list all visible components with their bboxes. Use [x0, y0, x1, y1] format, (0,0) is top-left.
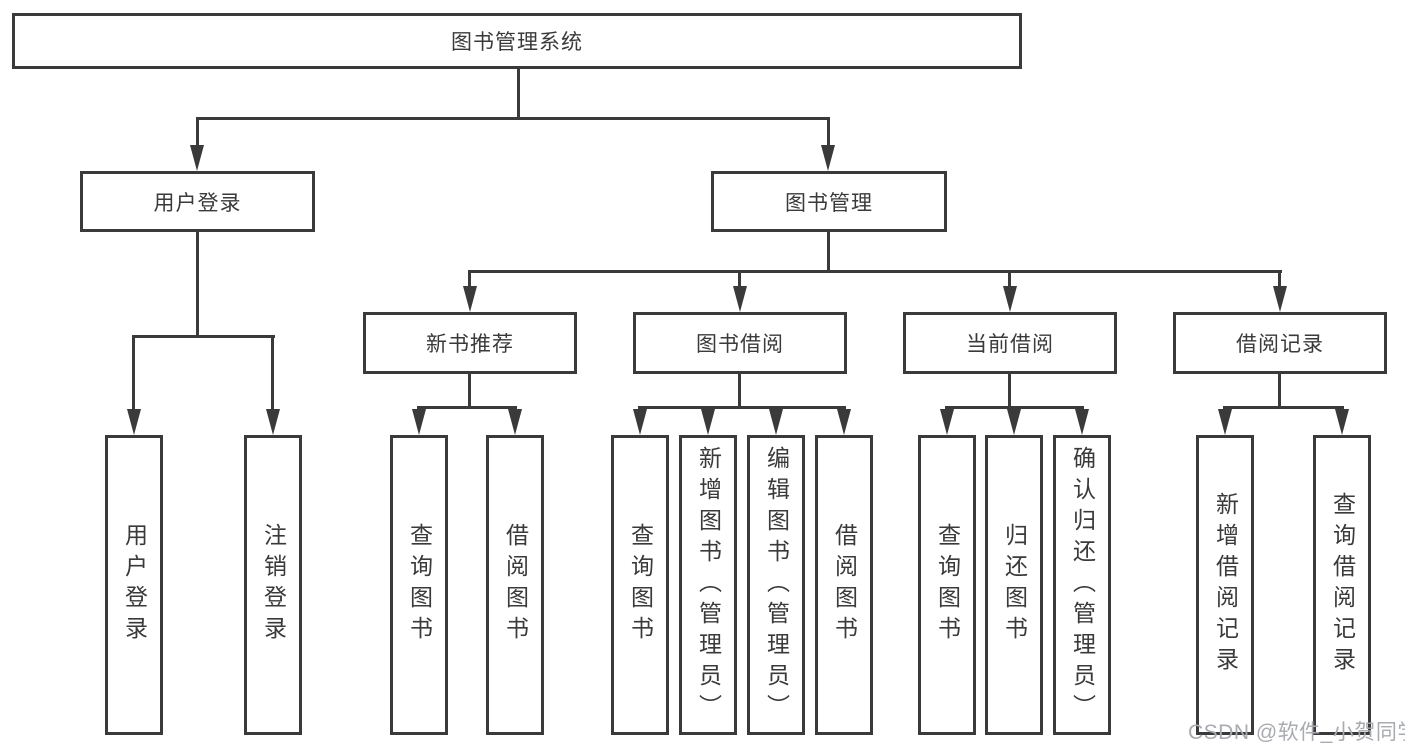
connector-root-stem — [517, 69, 520, 118]
arrowhead-bor-edit — [769, 409, 783, 435]
node-current-borrow: 当前借阅 — [903, 312, 1117, 374]
arrowhead-book-mgmt — [821, 145, 835, 171]
arrowhead-new-book-rec — [463, 286, 477, 312]
connector-login-stub-2 — [271, 335, 274, 414]
arrowhead-rec-query — [412, 409, 426, 435]
arrowhead-rec-borrow — [508, 409, 522, 435]
node-book-borrow: 图书借阅 — [633, 312, 847, 374]
arrowhead-bor-borrow — [837, 409, 851, 435]
leaf-hist-query-record: 查询借阅记录 — [1313, 435, 1371, 735]
connector-mgmt-stub-bor — [738, 270, 741, 290]
arrowhead-cur-query — [940, 409, 954, 435]
connector-mgmt-stub-cur — [1008, 270, 1011, 290]
arrowhead-user-login — [190, 145, 204, 171]
leaf-user-login: 用户登录 — [105, 435, 163, 735]
connector-bor-stem — [738, 374, 741, 409]
leaf-cur-return-book: 归还图书 — [985, 435, 1043, 735]
leaf-rec-borrow-book: 借阅图书 — [486, 435, 544, 735]
node-root: 图书管理系统 — [12, 13, 1022, 69]
connector-rec-splitter — [417, 406, 517, 409]
connector-root-splitter — [196, 117, 830, 120]
leaf-bor-add-book: 新增图书（管理员） — [679, 435, 737, 735]
leaf-bor-query-book: 查询图书 — [611, 435, 669, 735]
connector-hist-splitter — [1223, 406, 1344, 409]
connector-mgmt-stub-hist — [1278, 270, 1281, 290]
connector-root-stub-login — [196, 117, 199, 150]
arrowhead-bor-query — [633, 409, 647, 435]
connector-cur-stem — [1008, 374, 1011, 409]
connector-bor-splitter — [638, 406, 846, 409]
arrowhead-hist-add — [1218, 409, 1232, 435]
node-user-login: 用户登录 — [80, 171, 315, 232]
arrowhead-hist-query — [1335, 409, 1349, 435]
connector-mgmt-splitter — [468, 270, 1282, 273]
arrowhead-leaf-logout — [266, 409, 280, 435]
connector-mgmt-stem — [827, 232, 830, 273]
leaf-hist-add-record: 新增借阅记录 — [1196, 435, 1254, 735]
connector-login-splitter — [132, 335, 275, 338]
arrowhead-borrow-record — [1273, 286, 1287, 312]
arrowhead-bor-add — [701, 409, 715, 435]
connector-root-stub-mgmt — [827, 117, 830, 150]
watermark: CSDN @软件_小贺同学 — [1188, 721, 1405, 744]
connector-login-stub-1 — [132, 335, 135, 414]
connector-cur-splitter — [945, 406, 1084, 409]
leaf-bor-edit-book: 编辑图书（管理员） — [747, 435, 805, 735]
arrowhead-leaf-user-login — [127, 409, 141, 435]
connector-rec-stem — [468, 374, 471, 409]
node-borrow-record: 借阅记录 — [1173, 312, 1387, 374]
leaf-logout: 注销登录 — [244, 435, 302, 735]
connector-login-stem — [196, 232, 199, 338]
connector-mgmt-stub-rec — [468, 270, 471, 290]
arrowhead-current-borrow — [1003, 286, 1017, 312]
leaf-rec-query-book: 查询图书 — [390, 435, 448, 735]
arrowhead-cur-confirm — [1075, 409, 1089, 435]
arrowhead-cur-return — [1007, 409, 1021, 435]
leaf-cur-confirm-return: 确认归还（管理员） — [1053, 435, 1111, 735]
leaf-bor-borrow-book: 借阅图书 — [815, 435, 873, 735]
leaf-cur-query-book: 查询图书 — [918, 435, 976, 735]
node-new-book-recommend: 新书推荐 — [363, 312, 577, 374]
arrowhead-book-borrow — [733, 286, 747, 312]
node-book-management: 图书管理 — [711, 171, 947, 232]
connector-hist-stem — [1278, 374, 1281, 409]
